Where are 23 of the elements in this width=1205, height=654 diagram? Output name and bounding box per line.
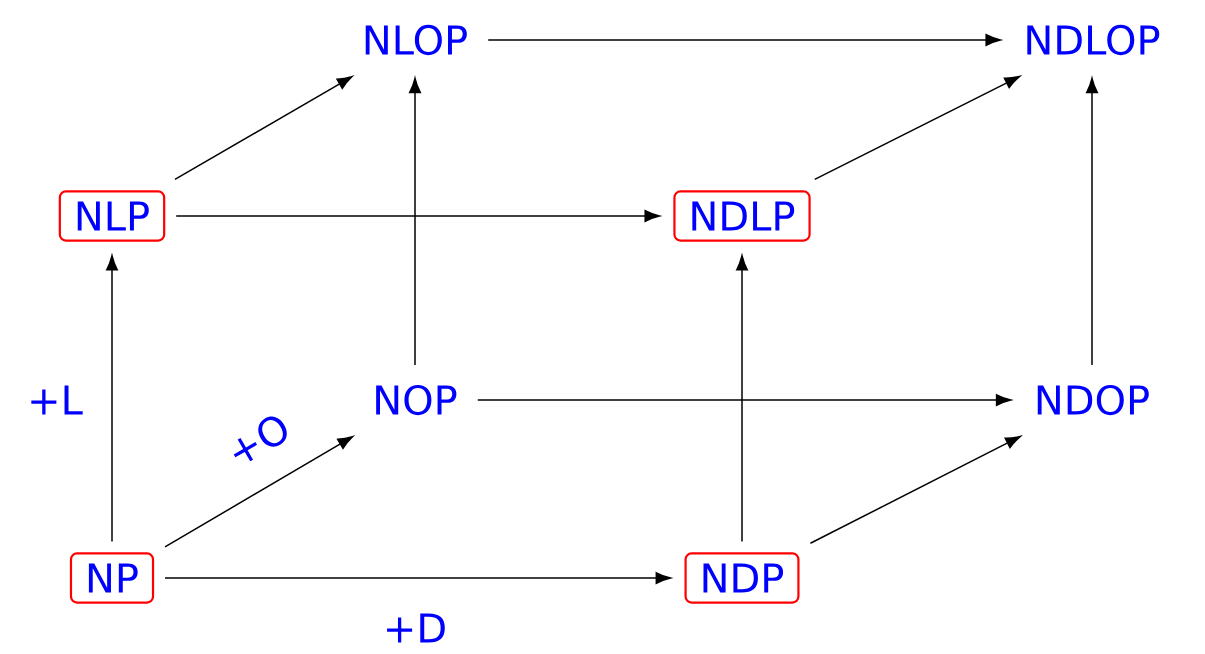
arrow [174,76,353,181]
node-label: NLOP [365,24,467,56]
arrow [736,255,748,543]
process-box: NLP [58,190,166,242]
node-label: NDOP [1037,384,1149,416]
node-label: NOP [376,384,457,416]
edge-label: +L [25,383,85,417]
arrow [164,436,354,548]
process-box: NP [69,552,155,604]
arrow [814,75,1021,181]
arrow [1086,77,1098,366]
arrow [477,394,1012,406]
arrow [175,210,660,222]
arrow [809,435,1021,544]
arrow [164,572,672,584]
arrow [409,77,421,366]
arrow [106,255,118,543]
node-label: NDLOP [1027,24,1160,56]
edge-label: +D [380,611,450,645]
arrow [487,34,1001,46]
process-box: NDLP [673,190,811,242]
process-box: NDP [684,552,800,604]
edge-label: +O [219,407,297,473]
